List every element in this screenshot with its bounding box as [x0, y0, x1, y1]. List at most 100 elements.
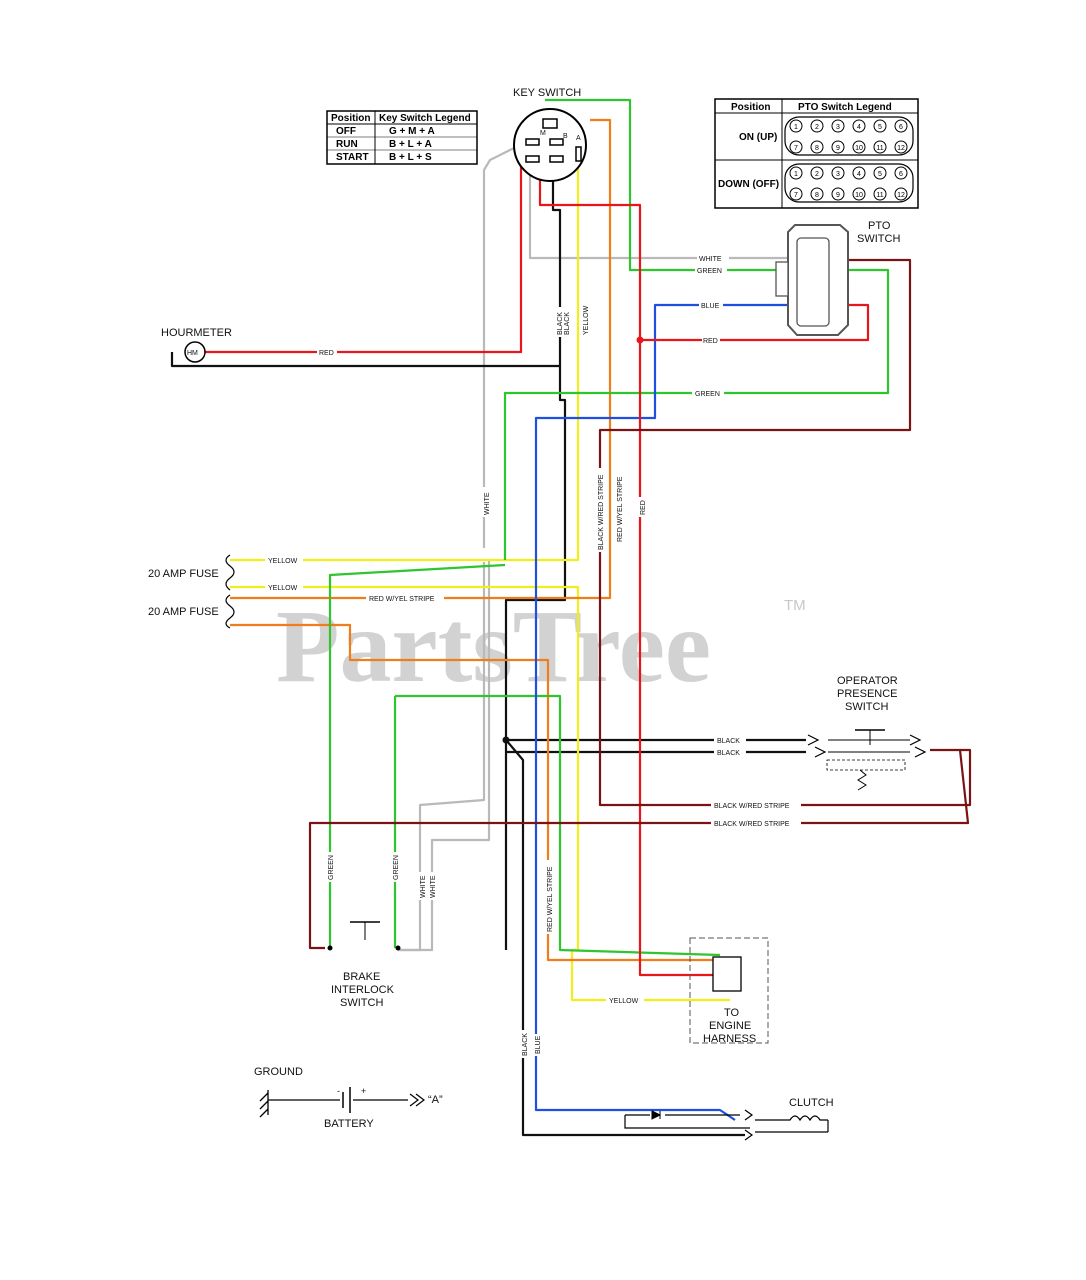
pto-pin-number: 11	[876, 192, 883, 199]
label-black-red-ops-2: BLACK W/RED STRIPE	[714, 821, 790, 828]
label-red-yel-fuse: RED W/YEL STRIPE	[369, 596, 435, 603]
green-wire-pto	[503, 98, 890, 560]
pto-pin-number: 3	[836, 124, 840, 131]
operator-presence-switch: OPERATOR PRESENCE SWITCH	[807, 675, 927, 791]
pto-pin-number: 10	[855, 145, 863, 152]
key-legend-header-position: Position	[331, 113, 370, 124]
pto-pin-number: 10	[855, 192, 863, 199]
clutch-label: CLUTCH	[789, 1097, 834, 1109]
key-terminal-a: A	[576, 135, 581, 142]
pto-pin-circle	[894, 140, 908, 154]
pto-legend-off: DOWN (OFF)	[718, 179, 779, 190]
label-green-pto: GREEN	[697, 268, 722, 275]
key-legend-start: START	[336, 152, 369, 163]
pto-pin-circle	[873, 166, 887, 180]
key-terminal-b: B	[563, 133, 568, 140]
pto-legend-header-position: Position	[731, 102, 770, 113]
fuse-2-label: 20 AMP FUSE	[148, 606, 219, 618]
ops-label-1: OPERATOR	[837, 675, 898, 687]
pto-pin-circle	[831, 140, 845, 154]
pto-pin-number: 11	[876, 145, 883, 152]
white-wire-main	[398, 144, 521, 952]
key-switch-legend-table: Position Key Switch Legend OFF G + M + A…	[326, 110, 478, 165]
battery-label: BATTERY	[324, 1118, 374, 1130]
engine-harness: TO ENGINE HARNESS	[689, 937, 769, 1045]
label-yellow-vert: YELLOW	[583, 305, 590, 335]
white-wire-brake	[400, 560, 491, 952]
wire-labels: WHITE GREEN BLUE RED RED GREEN YELLOW YE…	[265, 254, 801, 1058]
pto-pin-number: 1	[794, 171, 798, 178]
label-white-pto: WHITE	[699, 256, 722, 263]
pto-pin-circle	[789, 166, 803, 180]
pto-pin-circle	[789, 140, 803, 154]
pto-pin-number: 6	[899, 171, 903, 178]
red-hourmeter-wire	[205, 158, 540, 354]
watermark-tm: TM	[784, 597, 806, 614]
ground-label: GROUND	[254, 1066, 303, 1078]
key-legend-off: OFF	[336, 126, 356, 137]
junction-red	[636, 336, 644, 344]
battery-positive: +	[361, 1086, 366, 1096]
pto-pin-circle	[789, 119, 803, 133]
junction-black	[502, 736, 510, 744]
label-black-2: BLACK	[564, 312, 571, 335]
label-red-yel-vert: RED W/YEL STRIPE	[617, 476, 624, 542]
pto-pin-circle	[894, 166, 908, 180]
engine-harness-label-1: TO	[724, 1007, 740, 1019]
pto-pin-circle	[852, 166, 866, 180]
pto-pin-number: 12	[897, 145, 905, 152]
key-legend-start-value: B + L + S	[389, 152, 432, 163]
pto-pin-number: 5	[878, 124, 882, 131]
pto-pin-number: 2	[815, 124, 819, 131]
pto-pin-circle	[810, 119, 824, 133]
fuses: 20 AMP FUSE 20 AMP FUSE	[148, 554, 235, 629]
pto-pin-circle	[873, 187, 887, 201]
key-legend-run-value: B + L + A	[389, 139, 432, 150]
pto-pin-number: 12	[897, 192, 905, 199]
hourmeter-symbol: HM	[187, 350, 198, 357]
pto-legend-on: ON (UP)	[739, 132, 777, 143]
pto-pin-circle	[852, 119, 866, 133]
pto-pin-circle	[810, 166, 824, 180]
brake-label-1: BRAKE	[343, 971, 380, 983]
brake-label-2: INTERLOCK	[331, 984, 395, 996]
label-red-yel-low: RED W/YEL STRIPE	[547, 866, 554, 932]
pto-pin-circle	[831, 166, 845, 180]
hourmeter: HOURMETER HM	[161, 327, 232, 363]
label-yellow-engine: YELLOW	[609, 998, 639, 1005]
pto-pin-number: 8	[815, 145, 819, 152]
pto-pin-number: 4	[857, 171, 861, 178]
battery-ground: GROUND - + “A” BATTERY	[254, 1066, 443, 1130]
watermark-text: PartsTree	[276, 589, 711, 704]
brake-label-3: SWITCH	[340, 997, 383, 1009]
label-red-hourmeter: RED	[319, 350, 334, 357]
battery-terminal-label: “A”	[428, 1094, 443, 1106]
pto-pin-number: 7	[794, 145, 798, 152]
pto-pin-number: 1	[794, 124, 798, 131]
pto-pin-number: 3	[836, 171, 840, 178]
battery-negative: -	[337, 1086, 340, 1096]
yellow-wire-vert	[230, 148, 580, 562]
label-white-brake-1: WHITE	[420, 875, 427, 898]
label-white-vert: WHITE	[484, 492, 491, 515]
label-red-pto: RED	[703, 338, 718, 345]
pto-switch-label-1: PTO	[868, 220, 891, 232]
label-black-ops-2: BLACK	[717, 750, 740, 757]
pto-pin-circle	[810, 187, 824, 201]
key-terminal-m: M	[540, 130, 546, 137]
ops-label-3: SWITCH	[845, 701, 888, 713]
key-legend-off-value: G + M + A	[389, 126, 435, 137]
black-wire-ground	[506, 738, 806, 754]
label-black-red-vert: BLACK W/RED STRIPE	[598, 474, 605, 550]
key-switch: KEY SWITCH M B A	[513, 87, 587, 182]
pto-pin-circle	[831, 119, 845, 133]
black-wire-main	[504, 150, 567, 950]
label-blue-pto: BLUE	[701, 303, 720, 310]
clutch: CLUTCH	[624, 1097, 834, 1141]
blue-wire	[534, 303, 805, 1121]
pto-legend-header-legend: PTO Switch Legend	[798, 102, 892, 113]
fuse-1-label: 20 AMP FUSE	[148, 568, 219, 580]
pto-pin-circle	[852, 140, 866, 154]
